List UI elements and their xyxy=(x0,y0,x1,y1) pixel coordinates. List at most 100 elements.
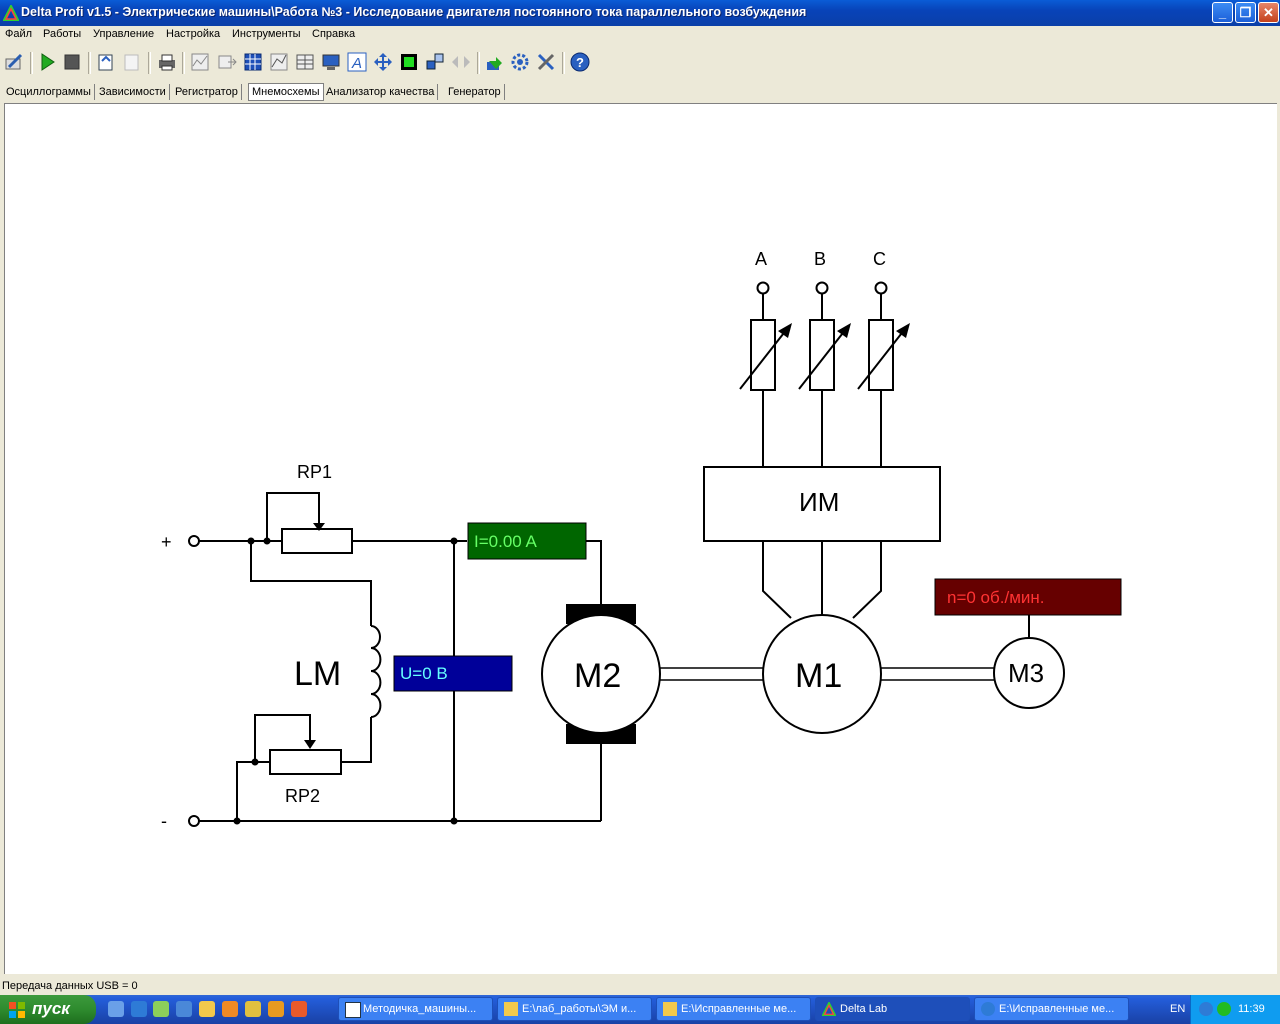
current-readout-box xyxy=(467,522,587,560)
circuit-diagram: + - RP1 RP2 A B C LM ИМ M2 M1 M3 I=0.00 … xyxy=(161,249,1122,831)
start-button[interactable]: пуск xyxy=(0,995,96,1024)
phase-a-label: A xyxy=(755,249,767,269)
task-item-manual[interactable]: Методичка_машины... xyxy=(338,997,493,1021)
window-title: Delta Profi v1.5 - Электрические машины\… xyxy=(21,5,807,19)
tray-at-icon[interactable] xyxy=(1217,1002,1231,1016)
system-tray xyxy=(1190,995,1280,1024)
tab-mnemonic-schemes[interactable]: Мнемосхемы xyxy=(248,83,324,101)
m1-motor xyxy=(762,614,882,734)
grid-icon[interactable] xyxy=(242,51,264,73)
minus-terminal-label: - xyxy=(161,811,167,831)
svg-text:A: A xyxy=(351,55,362,72)
phase-c-label: C xyxy=(873,249,886,269)
word-icon xyxy=(345,1002,361,1018)
page-icon[interactable] xyxy=(121,51,143,73)
tab-quality-analyzer[interactable]: Анализатор качества xyxy=(323,84,439,100)
language-indicator[interactable]: EN xyxy=(1170,1003,1186,1015)
menu-settings[interactable]: Настройка xyxy=(166,28,221,40)
ie-icon[interactable] xyxy=(131,1001,147,1017)
quick-launch-icon[interactable] xyxy=(176,1001,192,1017)
delta-app-icon xyxy=(822,1002,836,1016)
delta-app-icon xyxy=(3,5,19,21)
start-label: пуск xyxy=(32,999,70,1018)
title-bar: Delta Profi v1.5 - Электрические машины\… xyxy=(0,0,1280,26)
svg-text:?: ? xyxy=(576,55,584,70)
m1-label: M1 xyxy=(795,657,842,695)
tab-registrar[interactable]: Регистратор xyxy=(172,84,242,100)
m2-label: M2 xyxy=(574,657,621,695)
close-button[interactable]: ✕ xyxy=(1258,2,1279,23)
task-item-lab-works[interactable]: E:\лаб_работы\ЭМ и... xyxy=(497,997,652,1021)
menu-control[interactable]: Управление xyxy=(93,28,155,40)
ie-icon xyxy=(981,1002,995,1016)
voltage-readout: U=0 B xyxy=(400,664,448,683)
edit-icon[interactable] xyxy=(3,51,25,73)
rp2-label: RP2 xyxy=(285,786,320,806)
task-item-delta-lab[interactable]: Delta Lab xyxy=(815,997,970,1021)
windows-flag-icon xyxy=(9,1002,25,1018)
rp2-resistor xyxy=(269,740,342,775)
desktop-icon[interactable] xyxy=(108,1001,124,1017)
print-icon[interactable] xyxy=(156,51,178,73)
tab-dependencies[interactable]: Зависимости xyxy=(96,84,170,100)
select-icon[interactable] xyxy=(398,51,420,73)
variable-resistors xyxy=(739,319,906,391)
folder-icon[interactable] xyxy=(199,1001,215,1017)
minimize-button[interactable]: _ xyxy=(1212,2,1233,23)
m3-tachometer xyxy=(993,637,1065,709)
run-icon[interactable] xyxy=(483,51,505,73)
restore-button[interactable]: ❐ xyxy=(1235,2,1256,23)
speed-readout-box xyxy=(934,578,1122,616)
arrows-icon[interactable] xyxy=(450,51,472,73)
menu-file[interactable]: Файл xyxy=(5,28,33,40)
clock: 11:39 xyxy=(1238,1003,1265,1015)
chart-icon[interactable] xyxy=(189,51,211,73)
shafts xyxy=(660,667,994,681)
lm-label: LM xyxy=(294,655,341,693)
m3-label: M3 xyxy=(1008,658,1044,688)
network-icon[interactable] xyxy=(424,51,446,73)
export-icon[interactable] xyxy=(216,51,238,73)
mnemonic-canvas: + - RP1 RP2 A B C LM ИМ M2 M1 M3 I=0.00 … xyxy=(4,103,1277,974)
tab-generator[interactable]: Генератор xyxy=(445,84,505,100)
phase-terminals xyxy=(756,281,888,295)
open-icon[interactable] xyxy=(95,51,117,73)
im-label: ИМ xyxy=(799,487,839,517)
lm-coil xyxy=(370,625,382,718)
toolbar: A ? xyxy=(0,46,1280,80)
media-icon[interactable] xyxy=(222,1001,238,1017)
start-icon[interactable] xyxy=(36,51,58,73)
tab-oscillograms[interactable]: Осциллограммы xyxy=(3,84,95,100)
at-icon[interactable] xyxy=(291,1001,307,1017)
folder-icon xyxy=(504,1002,518,1016)
m2-motor xyxy=(541,604,661,744)
gear-icon[interactable] xyxy=(509,51,531,73)
mail-icon[interactable] xyxy=(153,1001,169,1017)
menu-tools[interactable]: Инструменты xyxy=(232,28,301,40)
taskbar: пуск Методичка_машины... E:\лаб_работы\Э… xyxy=(0,995,1280,1024)
menu-bar: Файл Работы Управление Настройка Инструм… xyxy=(0,26,1280,44)
plus-terminal-label: + xyxy=(161,532,172,552)
move-icon[interactable] xyxy=(372,51,394,73)
table-icon[interactable] xyxy=(294,51,316,73)
phase-b-label: B xyxy=(814,249,826,269)
current-readout: I=0.00 A xyxy=(474,532,538,551)
menu-works[interactable]: Работы xyxy=(43,28,82,40)
rp1-resistor xyxy=(281,523,353,554)
stop-icon[interactable] xyxy=(61,51,83,73)
tools-icon[interactable] xyxy=(535,51,557,73)
help-icon[interactable]: ? xyxy=(569,51,591,73)
task-item-corrected[interactable]: E:\Исправленные ме... xyxy=(656,997,811,1021)
menu-help[interactable]: Справка xyxy=(312,28,356,40)
messenger-icon[interactable] xyxy=(245,1001,261,1017)
voltage-readout-box xyxy=(393,655,513,692)
tray-arrow-icon[interactable] xyxy=(1199,1002,1213,1016)
text-icon[interactable]: A xyxy=(346,51,368,73)
trend-icon[interactable] xyxy=(268,51,290,73)
junction-dots xyxy=(233,537,458,825)
rp1-label: RP1 xyxy=(297,462,332,482)
status-bar: Передача данных USB = 0 xyxy=(0,979,1280,995)
task-item-corrected-2[interactable]: E:\Исправленные ме... xyxy=(974,997,1129,1021)
monitor-icon[interactable] xyxy=(320,51,342,73)
app-icon[interactable] xyxy=(268,1001,284,1017)
